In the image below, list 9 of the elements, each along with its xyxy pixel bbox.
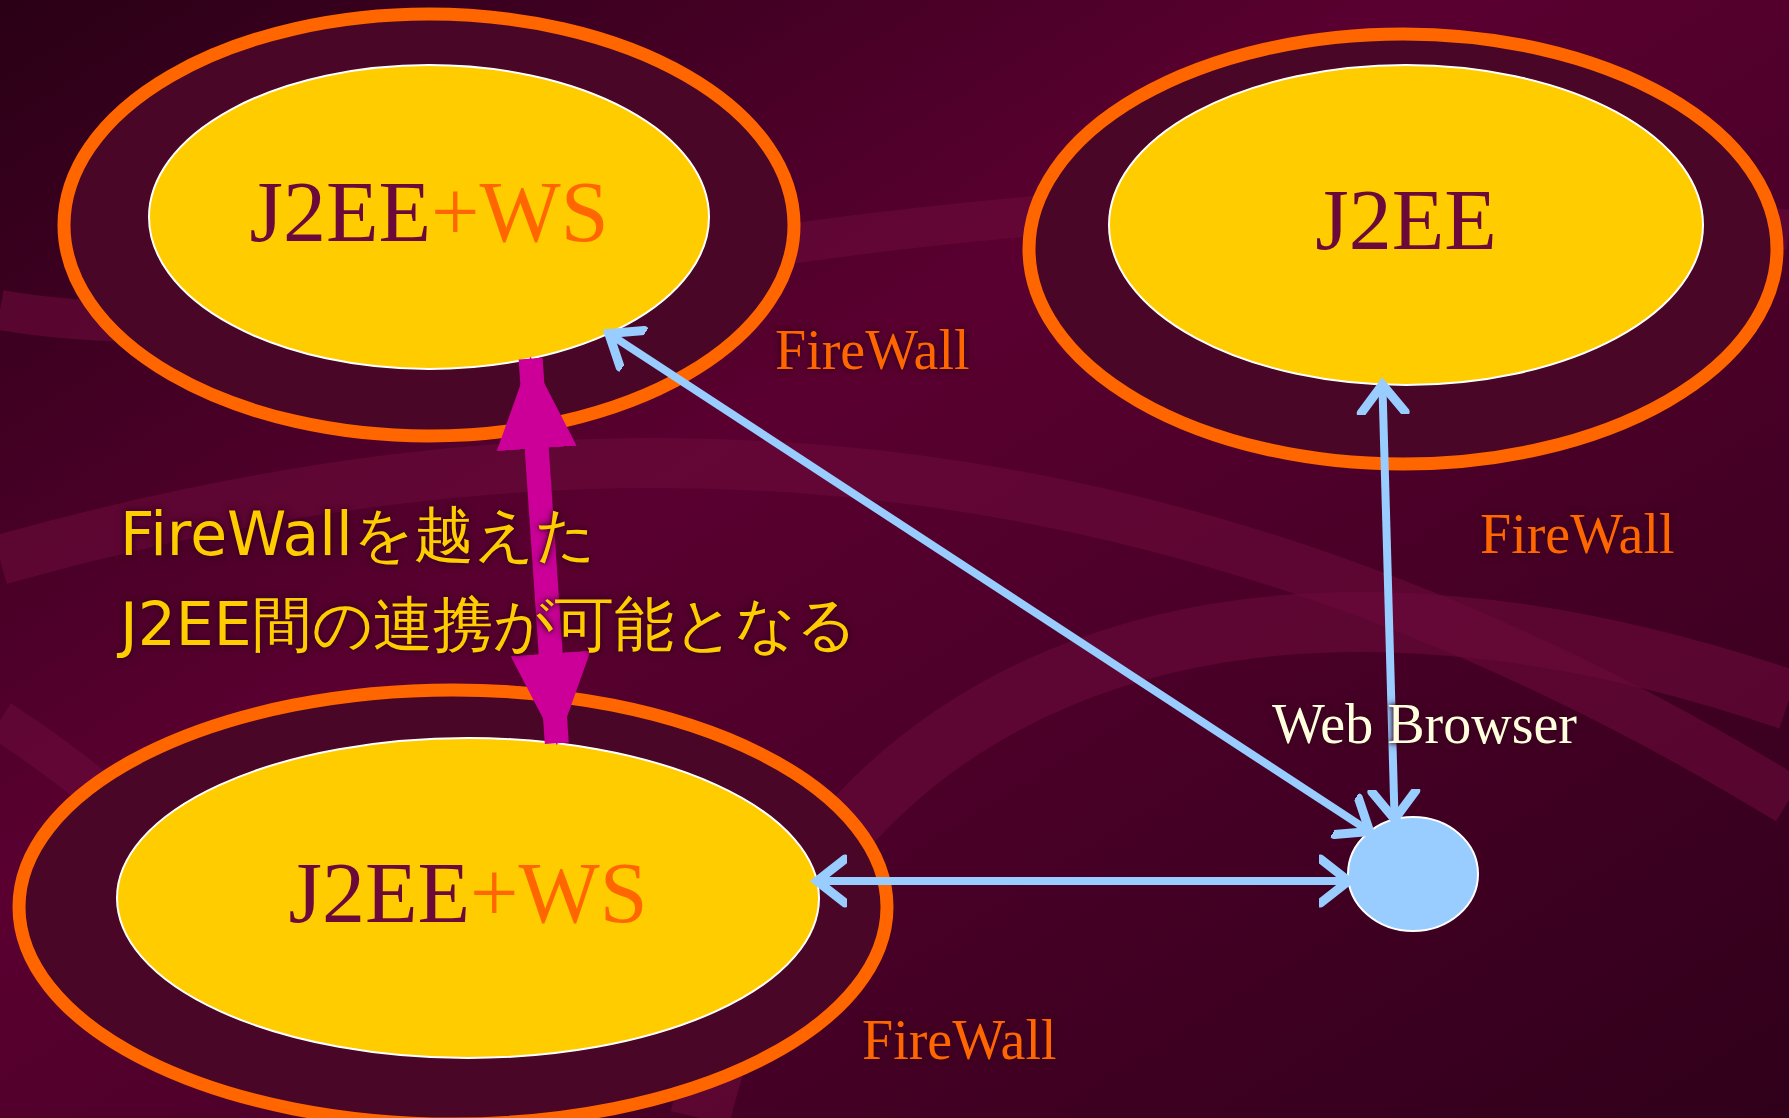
server-label: J2EE (1315, 172, 1497, 268)
firewall-label: FireWall (775, 318, 970, 382)
server-label: J2EE (249, 164, 431, 260)
server-label: J2EE (288, 845, 470, 941)
firewall-label: FireWall (862, 1008, 1057, 1072)
server-label: +WS (431, 164, 609, 260)
firewall-label: FireWall (1480, 502, 1675, 566)
arrow (604, 325, 1375, 840)
server-label: +WS (470, 845, 648, 941)
